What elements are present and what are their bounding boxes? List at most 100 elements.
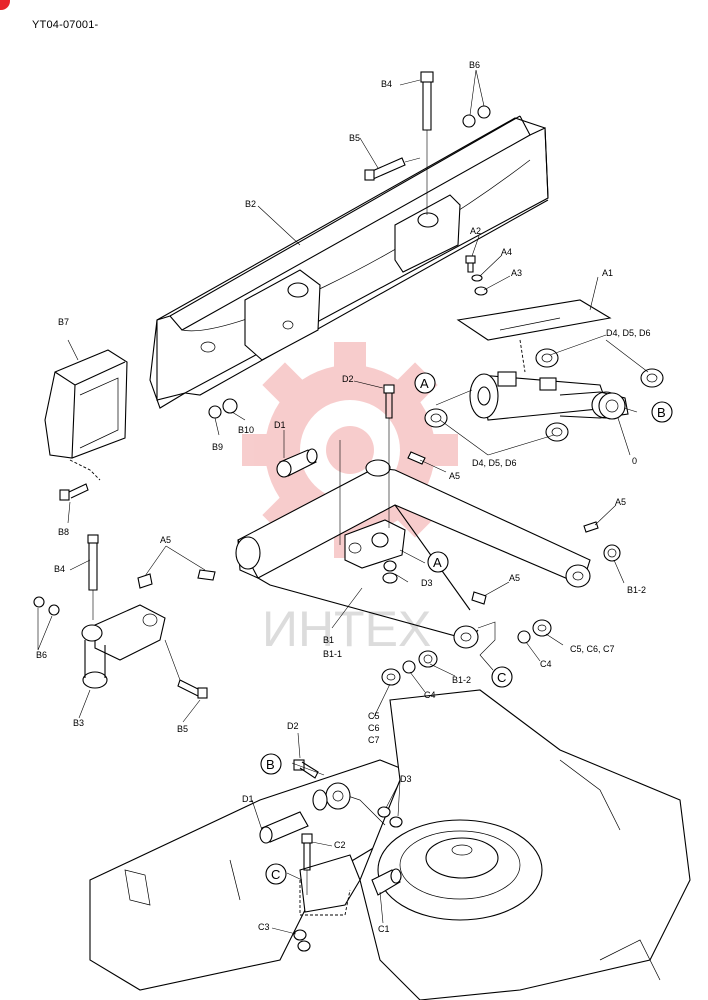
end-bit-b7 — [44, 349, 128, 459]
label-b9: B9 — [212, 442, 223, 452]
washer-c5-left — [381, 668, 401, 686]
bushing-b1-2-left — [418, 650, 438, 668]
label-c5: C5 — [368, 711, 380, 721]
bolt-b4-lower — [87, 534, 99, 591]
callout-c-right-letter: C — [497, 670, 506, 685]
label-d1-lower: D1 — [242, 794, 254, 804]
washer-a3 — [474, 286, 488, 296]
label-a1: A1 — [602, 268, 613, 278]
hydraulic-cylinder — [469, 371, 629, 421]
nuts-d3-lower — [377, 806, 403, 828]
callout-b-lower-letter: B — [266, 757, 275, 772]
label-b1-2-right: B1-2 — [627, 585, 646, 595]
nuts-c3 — [293, 929, 311, 952]
callout-b-right-letter: B — [657, 405, 666, 420]
label-c3: C3 — [258, 922, 270, 932]
pin-d1-lower — [259, 811, 309, 844]
label-a3: A3 — [511, 268, 522, 278]
label-b2: B2 — [245, 199, 256, 209]
nuts-b6-upper — [462, 105, 491, 128]
callout-b-right: B — [651, 401, 673, 423]
grease-fitting-a5-2 — [583, 521, 599, 533]
label-b1: B1 — [323, 635, 334, 645]
bracket-b3 — [81, 604, 166, 689]
label-c4-right: C4 — [540, 659, 552, 669]
callout-a-upper-letter: A — [420, 376, 429, 391]
label-b1-2-left: B1-2 — [452, 675, 471, 685]
pin-d1-upper — [276, 448, 318, 478]
watermark-gear — [242, 342, 458, 558]
bolt-b5-upper — [364, 157, 406, 181]
grease-fitting-a5-3 — [471, 591, 487, 605]
watermark-text: ИНТЕХ — [262, 601, 431, 657]
label-d4d5d6-top: D4, D5, D6 — [606, 328, 651, 338]
bracket-lower-b — [312, 782, 351, 811]
bolt-b8 — [59, 483, 89, 501]
label-c4-left: C4 — [424, 690, 436, 700]
washers-d4-d6 — [424, 348, 664, 442]
nut-d3-upper — [382, 560, 398, 584]
corner-marker — [0, 0, 10, 10]
label-a2: A2 — [470, 226, 481, 236]
washer-c4-right — [517, 630, 531, 644]
callout-c-right: C — [491, 666, 513, 688]
label-zero: 0 — [632, 456, 637, 466]
label-a4: A4 — [501, 247, 512, 257]
label-d3-lower: D3 — [400, 774, 412, 784]
label-c2: C2 — [334, 840, 346, 850]
label-d2-top: D2 — [342, 374, 354, 384]
document-code: YT04-07001- — [32, 19, 99, 31]
label-b6-left: B6 — [36, 650, 47, 660]
dozer-frame-b1 — [235, 459, 591, 649]
grease-fitting-a5-5 — [137, 573, 153, 589]
callout-a-upper: A — [414, 372, 436, 394]
label-d3-top: D3 — [421, 578, 433, 588]
bushing-b1-2-right — [603, 544, 621, 562]
callout-c-lower-letter: C — [271, 867, 280, 882]
label-b7: B7 — [58, 317, 69, 327]
label-a5-left: A5 — [160, 535, 171, 545]
label-b1-1: B1-1 — [323, 649, 342, 659]
bolt-a2 — [465, 255, 476, 273]
dozer-blade-b2 — [149, 115, 549, 409]
washer-c4-left — [402, 660, 416, 674]
label-a5-center: A5 — [449, 471, 460, 481]
label-c7: C7 — [368, 735, 380, 745]
leader-lines — [37, 69, 649, 935]
label-b4-top: B4 — [381, 79, 392, 89]
label-b3: B3 — [73, 718, 84, 728]
label-a5-lower: A5 — [509, 573, 520, 583]
nut-b6-lower-1 — [33, 596, 45, 608]
label-b8: B8 — [58, 527, 69, 537]
callout-b-lower: B — [260, 753, 282, 775]
callout-c-lower: C — [265, 863, 287, 885]
label-b6-top: B6 — [469, 60, 480, 70]
pin-c1 — [371, 868, 402, 896]
grease-fitting-a5-4 — [197, 569, 216, 581]
label-b5-top: B5 — [349, 133, 360, 143]
label-b4-left: B4 — [54, 564, 65, 574]
cover-plate-a1 — [456, 299, 612, 341]
watermark: ИНТЕХ — [242, 342, 458, 657]
label-d1-top: D1 — [274, 420, 286, 430]
undercarriage — [89, 689, 691, 1000]
callout-a-center: A — [427, 551, 449, 573]
label-a5-right: A5 — [615, 497, 626, 507]
bolt-d2-lower — [293, 759, 319, 779]
nut-b10 — [222, 398, 238, 414]
grease-fitting-a5-1 — [407, 451, 426, 465]
bolt-b5-lower — [177, 679, 208, 699]
label-c5c6c7-right: C5, C6, C7 — [570, 644, 615, 654]
label-b5-lower: B5 — [177, 724, 188, 734]
washer-a4 — [471, 274, 483, 282]
label-d2-lower: D2 — [287, 721, 299, 731]
washer-c5-right — [532, 619, 552, 637]
callout-a-center-letter: A — [433, 555, 442, 570]
nut-b9 — [208, 405, 222, 419]
part-labels: B4 B6 B5 B2 A2 A4 A3 A1 D4, D5, D6 B7 D2… — [36, 60, 651, 934]
label-b10: B10 — [238, 425, 254, 435]
label-c6: C6 — [368, 723, 380, 733]
bolt-b4-upper — [420, 71, 434, 131]
label-c1: C1 — [378, 924, 390, 934]
